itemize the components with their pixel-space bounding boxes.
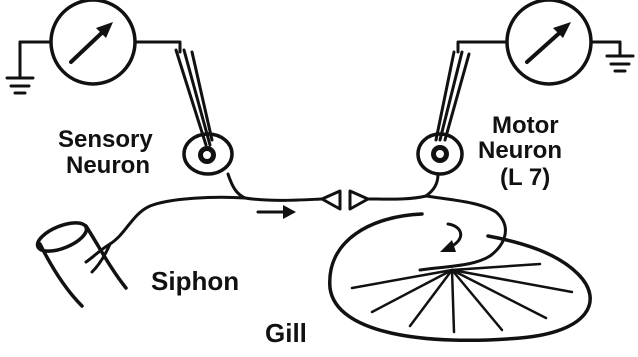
motor-label-line1: Motor <box>492 112 559 139</box>
motor-label-line2: Neuron <box>478 137 562 164</box>
right-electrode-icon <box>436 52 469 140</box>
curved-arrow-icon <box>440 224 461 252</box>
siphon-label: Siphon <box>151 266 239 296</box>
left-meter-icon <box>51 0 135 84</box>
conduction-arrow-icon <box>258 205 296 219</box>
sensory-axon <box>86 174 322 272</box>
motor-label-line3: (L 7) <box>500 164 550 191</box>
right-ground-wire <box>591 42 620 50</box>
left-ground-icon <box>7 42 33 93</box>
right-meter-icon <box>507 0 591 84</box>
presynaptic-terminal-icon <box>322 191 340 209</box>
right-meter-wire <box>458 42 507 52</box>
motor-axon <box>368 174 505 270</box>
sensory-label-line1: Sensory <box>58 126 153 153</box>
sensory-label-line2: Neuron <box>66 152 150 179</box>
right-ground-icon <box>607 42 633 71</box>
siphon-icon <box>34 217 126 306</box>
left-meter-wire <box>135 42 180 52</box>
left-electrode-icon <box>176 50 212 145</box>
gill-label: Gill <box>265 318 307 348</box>
postsynaptic-terminal-icon <box>350 191 368 209</box>
